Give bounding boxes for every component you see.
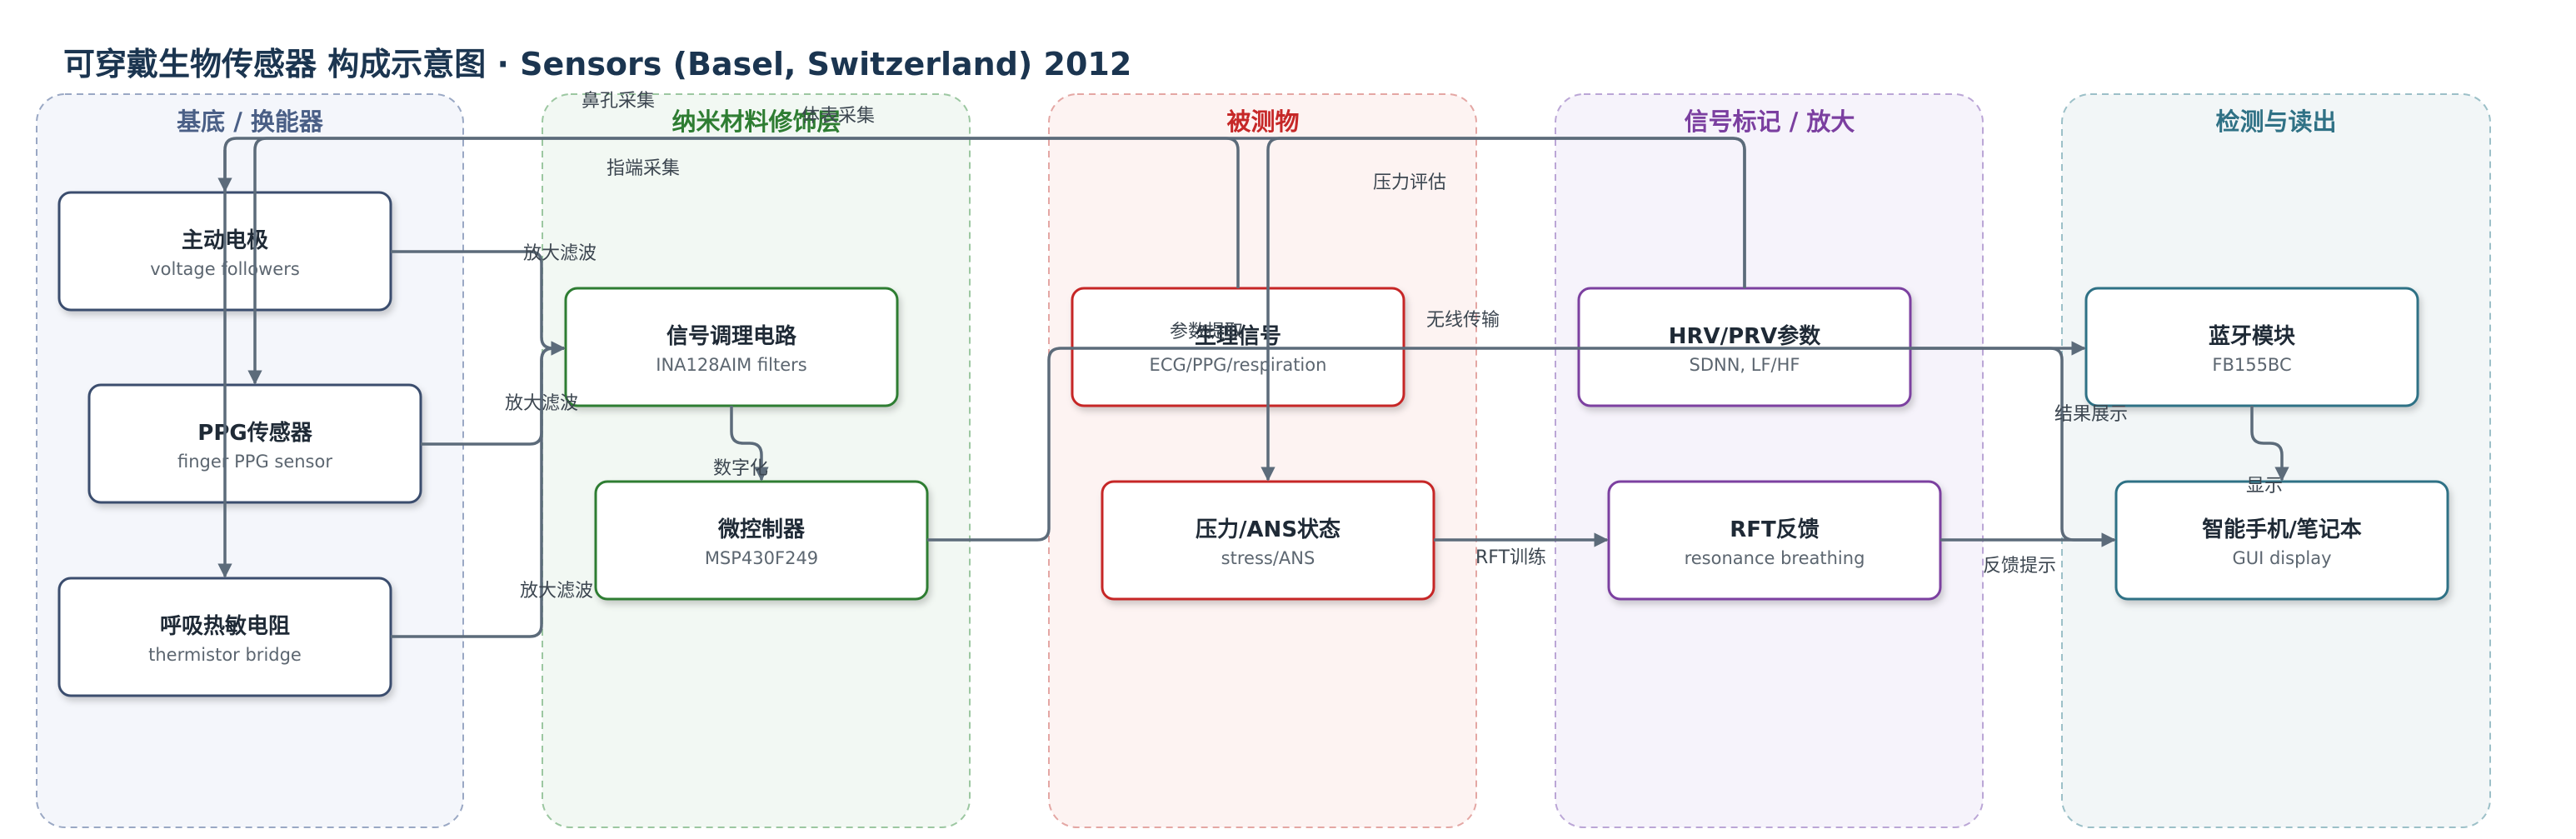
- lane-signal: 信号标记 / 放大: [1555, 93, 1984, 828]
- node-subtitle: FB155BC: [2212, 355, 2291, 375]
- node-subtitle: MSP430F249: [705, 548, 818, 568]
- lane-title-nano: 纳米材料修饰层: [671, 107, 841, 136]
- edge-label: 显示: [2246, 476, 2283, 497]
- edge-hrv-stress: [1261, 137, 1746, 482]
- node-ppg: PPG传感器 finger PPG sensor: [87, 383, 422, 504]
- edge-mcu-bluetooth: [927, 341, 2086, 542]
- edge-label: 结果展示: [2054, 404, 2128, 425]
- edge-label: 鼻孔采集: [582, 91, 655, 112]
- node-title: HRV/PRV参数: [1669, 323, 1822, 349]
- edge-label: 无线传输: [1426, 310, 1500, 331]
- node-title: 呼吸热敏电阻: [160, 614, 290, 639]
- edge-labels: 鼻孔采集 体表采集 指端采集 压力评估 放大滤波 放大滤波 放大滤波 数字化 参…: [505, 91, 2283, 602]
- edge-conditioning-mcu: [730, 406, 769, 482]
- node-title: RFT反馈: [1730, 517, 1820, 542]
- lane-title-substrate: 基底 / 换能器: [177, 107, 324, 136]
- node-subtitle: SDNN, LF/HF: [1690, 355, 1800, 375]
- node-title: 智能手机/笔记本: [2202, 517, 2362, 542]
- lane-title-signal: 信号标记 / 放大: [1685, 107, 1855, 136]
- node-rft: RFT反馈 resonance breathing: [1607, 480, 1942, 601]
- node-subtitle: stress/ANS: [1221, 548, 1315, 568]
- node-mcu: 微控制器 MSP430F249: [594, 480, 929, 601]
- edge-label: 数字化: [713, 458, 768, 479]
- lane-nano: 纳米材料修饰层: [542, 93, 971, 828]
- lane-readout: 检测与读出: [2061, 93, 2491, 828]
- diagram-title: 可穿戴生物传感器 构成示意图 · Sensors (Basel, Switzer…: [63, 46, 1131, 82]
- lane-title-analyte: 被测物: [1226, 107, 1299, 136]
- node-thermistor: 呼吸热敏电阻 thermistor bridge: [57, 577, 392, 697]
- lane-analyte: 被测物: [1048, 93, 1477, 828]
- edges: [217, 137, 2289, 638]
- node-title: 信号调理电路: [666, 323, 797, 349]
- node-title: 蓝牙模块: [2209, 324, 2295, 349]
- node-stress: 压力/ANS状态 stress/ANS: [1101, 480, 1435, 601]
- edge-label: 参数提取: [1170, 322, 1243, 342]
- node-title: 压力/ANS状态: [1196, 517, 1340, 542]
- edge-label: 放大滤波: [520, 581, 593, 602]
- node-subtitle: GUI display: [2232, 548, 2331, 568]
- node-title: PPG传感器: [197, 421, 312, 446]
- lane-title-readout: 检测与读出: [2215, 107, 2336, 136]
- node-bluetooth: 蓝牙模块 FB155BC: [2084, 287, 2419, 407]
- edge-label: 反馈提示: [1983, 556, 2056, 577]
- node-subtitle: ECG/PPG/respiration: [1150, 355, 1327, 375]
- edge-label: 指端采集: [607, 158, 680, 179]
- node-subtitle: thermistor bridge: [148, 645, 302, 665]
- edge-bluetooth-smartphone: [2250, 406, 2289, 482]
- node-title: 微控制器: [717, 517, 806, 542]
- node-subtitle: finger PPG sensor: [177, 452, 332, 472]
- edge-label: 压力评估: [1373, 172, 1446, 193]
- edge-label: 放大滤波: [523, 243, 597, 264]
- edge-hrv-smartphone: [1910, 347, 2116, 547]
- node-subtitle: INA128AIM filters: [656, 355, 807, 375]
- edge-label: 放大滤波: [505, 393, 578, 414]
- edge-label: 体表采集: [801, 106, 875, 127]
- node-subtitle: resonance breathing: [1685, 548, 1865, 568]
- node-conditioning: 信号调理电路 INA128AIM filters: [564, 287, 899, 407]
- edge-thermistor-conditioning: [391, 341, 566, 638]
- edge-label: RFT训练: [1475, 547, 1546, 568]
- node-smartphone: 智能手机/笔记本 GUI display: [2114, 480, 2449, 601]
